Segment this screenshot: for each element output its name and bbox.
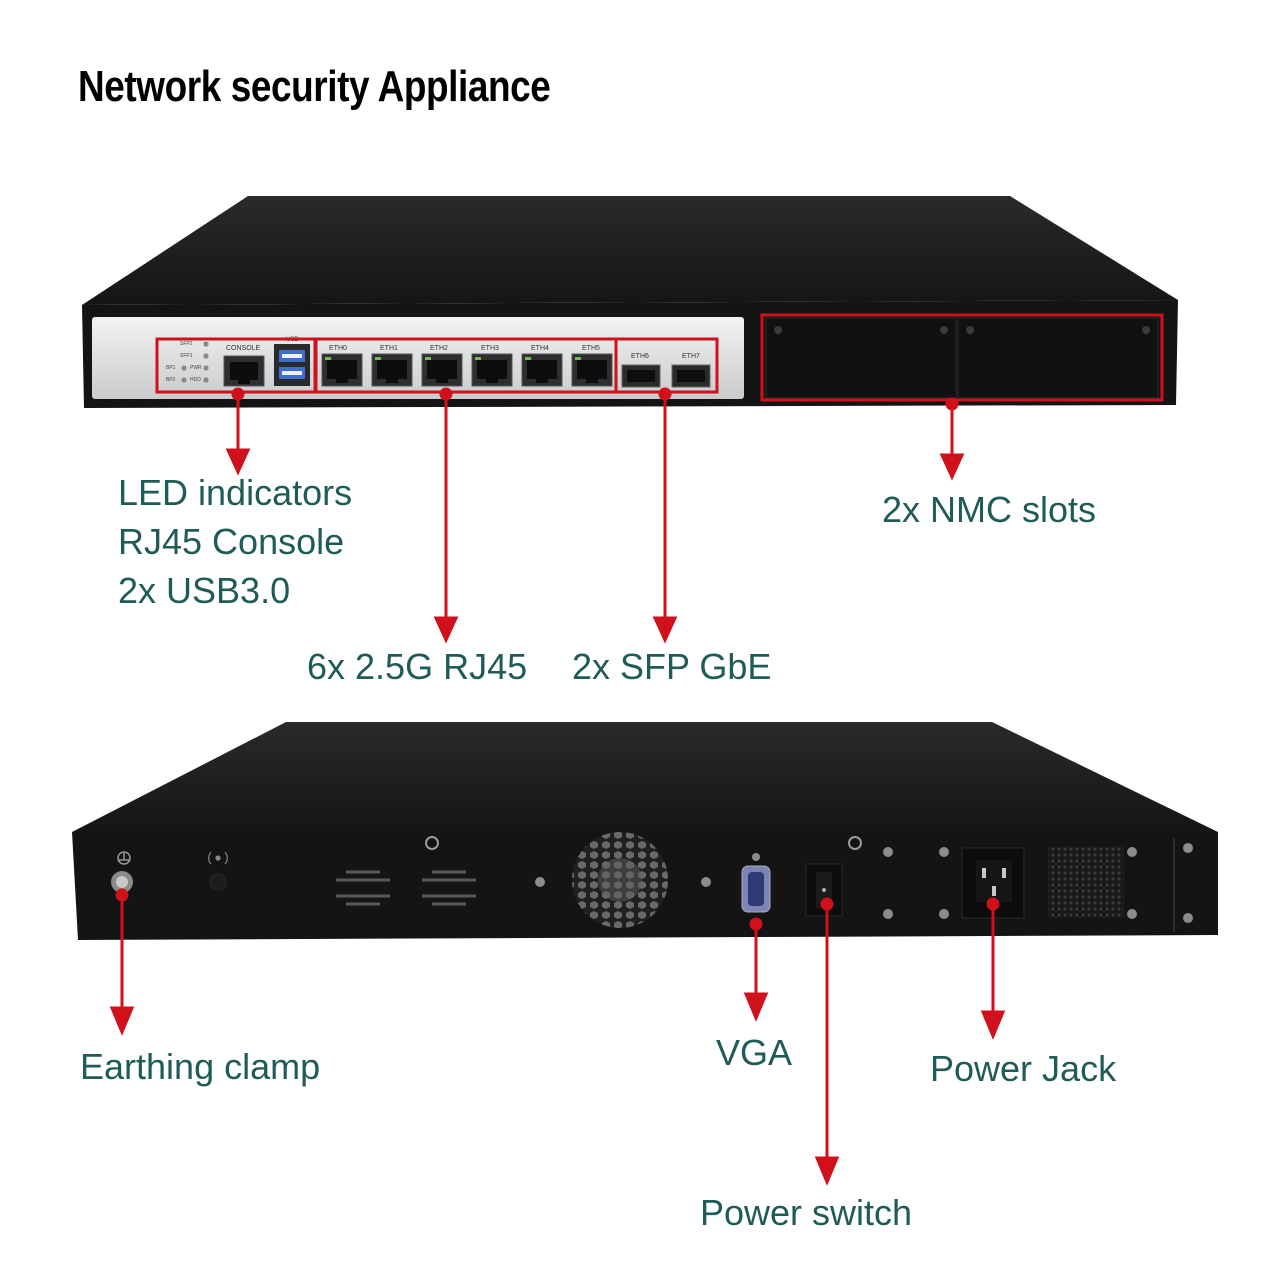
rj45-ports: ETH0 ETH1 ETH2 ETH3 ETH4 ETH5 (329, 345, 600, 352)
led-icon (181, 377, 187, 383)
port-label-eth3: ETH3 (481, 345, 499, 352)
callout-vga: VGA (716, 1032, 793, 1073)
led-icon (203, 365, 209, 371)
front-chassis (82, 196, 1178, 408)
front-arrows (225, 387, 965, 644)
usb-ports[interactable] (274, 344, 310, 386)
sfp-port-eth7[interactable] (671, 364, 711, 388)
led-icon (203, 341, 209, 347)
earthing-clamp[interactable] (111, 871, 133, 893)
wireless-icon (208, 851, 228, 865)
port-label-eth6: ETH6 (631, 353, 649, 360)
vent-grille (1048, 846, 1124, 918)
console-port[interactable] (223, 355, 265, 387)
antenna-hole (209, 873, 227, 891)
rj45-port-eth0[interactable] (321, 353, 363, 387)
port-label-eth4: ETH4 (531, 345, 549, 352)
nmc-slot-2 (957, 317, 1159, 399)
led-icon (203, 377, 209, 383)
screw-icon (848, 836, 862, 850)
callout-sfp: 2x SFP GbE (572, 646, 772, 687)
rj45-port-eth4[interactable] (521, 353, 563, 387)
callout-power-jack: Power Jack (930, 1048, 1117, 1089)
rj45-port-eth5[interactable] (571, 353, 613, 387)
led-icon (181, 365, 187, 371)
led-icon (203, 353, 209, 359)
highlight-nmc (760, 313, 1164, 402)
callout-rj45: 6x 2.5G RJ45 (307, 646, 528, 687)
rear-arrows (109, 888, 1006, 1186)
nmc-slot-1 (765, 317, 957, 399)
callout-nmc: 2x NMC slots (882, 489, 1097, 530)
knockout-plates (336, 870, 476, 906)
console-label: CONSOLE (226, 345, 261, 352)
ground-icon (117, 851, 131, 865)
led-label-bp2: BP2 (166, 377, 176, 383)
callout-power-switch: Power switch (700, 1192, 913, 1233)
led-indicators: SFP2 SFP1 BP1 PWR BP2 HDD (166, 341, 209, 383)
rj45-port-eth1[interactable] (371, 353, 413, 387)
callout-front-left: LED indicators RJ45 Console 2x USB3.0 (118, 468, 352, 615)
page-title: Network security Appliance (78, 62, 551, 111)
led-label-sfp1: SFP1 (180, 353, 193, 359)
port-label-eth7: ETH7 (682, 353, 700, 360)
callout-usb: 2x USB3.0 (118, 570, 291, 611)
callout-earthing: Earthing clamp (80, 1046, 321, 1087)
fan-grille (572, 832, 668, 928)
vga-port[interactable] (741, 865, 771, 913)
callout-rj45-console: RJ45 Console (118, 521, 345, 562)
led-label-bp1: BP1 (166, 365, 176, 371)
port-label-eth5: ETH5 (582, 345, 600, 352)
port-label-eth1: ETH1 (380, 345, 398, 352)
port-label-eth2: ETH2 (430, 345, 448, 352)
callout-led-indicators: LED indicators (118, 472, 353, 513)
port-label-eth0: ETH0 (329, 345, 347, 352)
front-highlights (155, 313, 1164, 402)
screw-icon (425, 836, 439, 850)
led-label-pwr: PWR (190, 365, 202, 371)
power-switch[interactable] (805, 863, 843, 917)
led-label-hdd: HDD (190, 377, 201, 383)
rj45-port-eth3[interactable] (471, 353, 513, 387)
led-label-sfp2: SFP2 (180, 341, 193, 347)
rj45-port-eth2[interactable] (421, 353, 463, 387)
sfp-port-eth6[interactable] (621, 364, 661, 388)
